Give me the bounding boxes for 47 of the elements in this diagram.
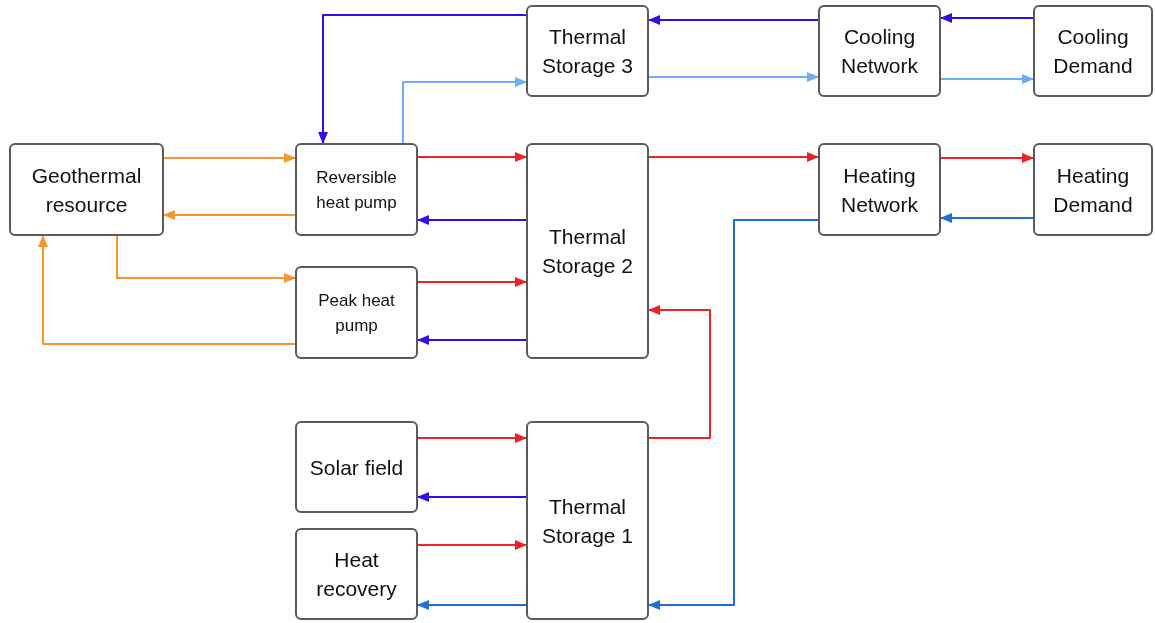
arrow [648, 72, 819, 82]
arrow [648, 15, 819, 25]
arrow [940, 13, 1034, 23]
process-box [526, 5, 649, 97]
arrow [417, 433, 527, 443]
box-label: Heating Network [840, 162, 919, 218]
process-box [526, 143, 649, 359]
box-label: Cooling Network [840, 24, 919, 79]
process-box [818, 143, 941, 236]
process-box [9, 143, 164, 236]
box-label: Thermal Storage 1 [540, 493, 635, 549]
box-label: Geothermal resource [30, 162, 143, 218]
arrow [402, 77, 527, 144]
box-label: Solar field [309, 454, 404, 481]
arrow [417, 600, 527, 610]
process-box [526, 421, 649, 620]
process-box [295, 528, 418, 620]
box-label: Peak heat pump [317, 289, 396, 337]
process-box [295, 143, 418, 236]
box-label: Heat recovery [315, 547, 398, 602]
arrow [417, 277, 527, 287]
arrow [38, 235, 296, 345]
box-label: Thermal Storage 3 [540, 24, 635, 79]
arrow [163, 210, 296, 220]
arrow [940, 213, 1034, 223]
arrow [417, 492, 527, 502]
arrow [417, 540, 527, 550]
arrow [648, 219, 819, 610]
arrow [648, 152, 819, 162]
box-label: Thermal Storage 2 [540, 224, 635, 279]
process-box [1033, 5, 1153, 97]
arrow [163, 153, 296, 163]
process-box [295, 266, 418, 359]
arrow [940, 153, 1034, 163]
box-label: Heating Demand [1052, 162, 1134, 218]
box-label: Cooling Demand [1052, 24, 1134, 79]
arrow [318, 14, 527, 144]
arrow [417, 215, 527, 225]
arrow [116, 235, 296, 283]
process-box [818, 5, 941, 97]
process-box [1033, 143, 1153, 236]
arrow [940, 74, 1034, 84]
process-box [295, 421, 418, 513]
arrow [417, 335, 527, 345]
box-label: Reversible heat pump [315, 166, 398, 214]
arrow [648, 305, 711, 439]
arrow [417, 152, 527, 162]
